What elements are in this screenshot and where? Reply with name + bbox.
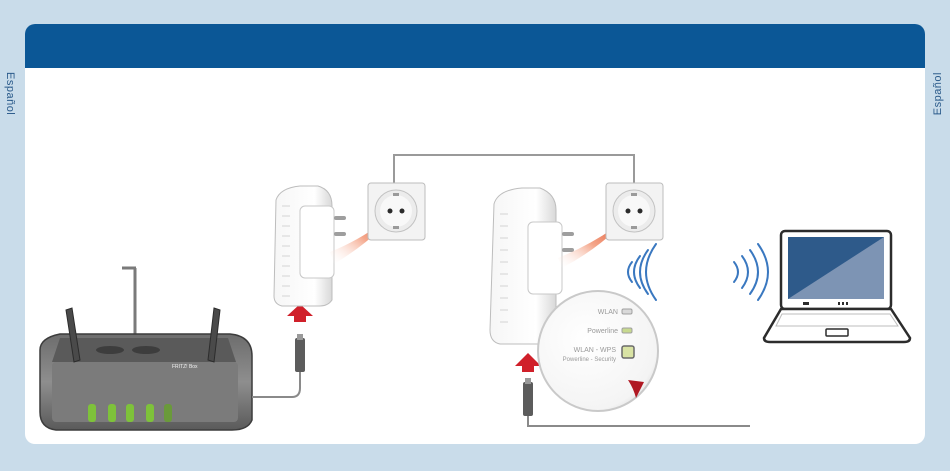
led-wlan: [622, 309, 632, 314]
led-powerline: [622, 328, 632, 333]
label-wlan-wps: WLAN - WPS: [574, 347, 617, 354]
wall-socket-1: [368, 183, 425, 240]
wall-socket-2: [606, 183, 663, 240]
laptop: [764, 231, 910, 342]
svg-text:FRITZ! Box: FRITZ! Box: [172, 364, 198, 370]
label-powerline-security: Powerline - Security: [563, 357, 616, 363]
led-magnifier: WLAN Powerline WLAN - WPS Powerline - Se…: [538, 291, 658, 411]
label-wlan: WLAN: [598, 309, 618, 316]
wifi-signal-adapter: [628, 244, 656, 300]
mains-cable: [394, 155, 634, 183]
label-powerline: Powerline: [587, 328, 618, 335]
powerline-adapter-1: [274, 186, 346, 306]
router: FRITZ! Box: [40, 268, 252, 430]
red-arrow-2: [515, 353, 541, 372]
wps-security-button: [622, 346, 634, 358]
red-arrow-1: [287, 304, 313, 322]
lan-cable-1: [252, 334, 305, 397]
wifi-signal-laptop: [734, 244, 768, 300]
